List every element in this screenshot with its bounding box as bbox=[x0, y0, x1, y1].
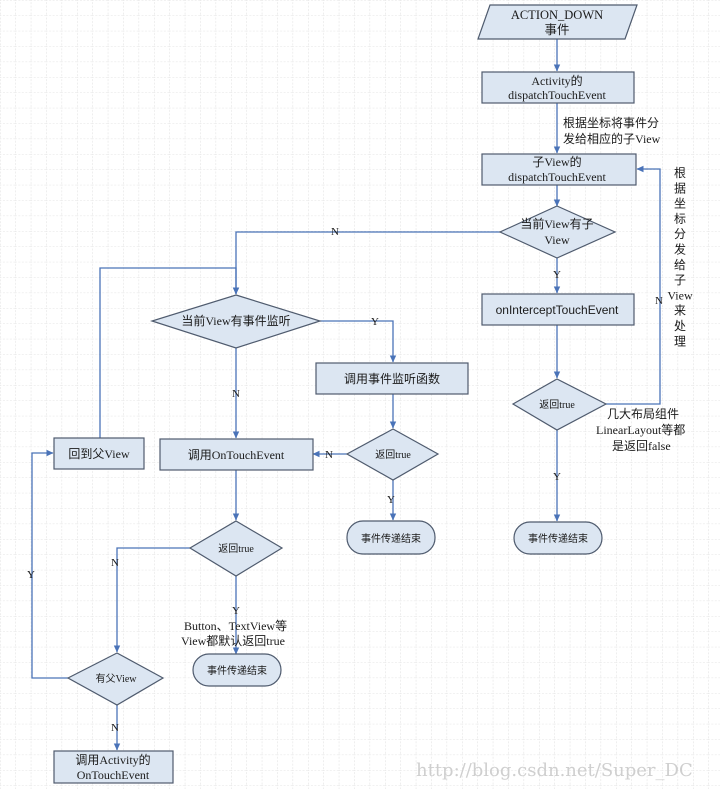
side-note-char: 根 bbox=[674, 166, 686, 180]
intercept-label: onInterceptTouchEvent bbox=[496, 303, 619, 317]
end-middle-label: 事件传递结束 bbox=[361, 532, 421, 545]
side-note-char: 发 bbox=[674, 242, 686, 257]
side-note-char: 分 bbox=[674, 227, 686, 241]
node-child-dispatch[interactable]: 子View的 dispatchTouchEvent bbox=[481, 153, 637, 186]
activity-touch-line2: OnTouchEvent bbox=[77, 768, 150, 782]
side-note-char: 理 bbox=[674, 334, 686, 348]
has-parent-label: 有父View bbox=[95, 672, 137, 685]
node-activity-touch[interactable]: 调用Activity的 OnTouchEvent bbox=[53, 750, 174, 784]
label-intercept-yes: Y bbox=[553, 471, 561, 483]
has-listener-label: 当前View有事件监听 bbox=[181, 313, 290, 328]
node-intercept-return[interactable]: 返回true bbox=[511, 378, 608, 431]
action-down-line2: 事件 bbox=[544, 23, 569, 37]
child-dispatch-line2: dispatchTouchEvent bbox=[508, 170, 606, 184]
action-down-line1: ACTION_DOWN bbox=[511, 8, 603, 22]
child-dispatch-line1: 子View的 bbox=[532, 154, 581, 169]
label-intercept-no: N bbox=[655, 295, 663, 307]
label-listener-no: N bbox=[232, 388, 240, 400]
intercept-return-label: 返回true bbox=[539, 399, 575, 411]
side-note-char: 给 bbox=[674, 258, 686, 272]
node-call-touch[interactable]: 调用OnTouchEvent bbox=[159, 438, 314, 471]
side-note-char: 子 bbox=[674, 273, 686, 287]
watermark: http://blog.csdn.net/Super_DC bbox=[416, 760, 693, 781]
label-listener-return-no: N bbox=[325, 449, 333, 461]
node-end-right[interactable]: 事件传递结束 bbox=[513, 521, 603, 555]
edge-backparent-loop bbox=[99, 267, 240, 438]
side-note-char: 据 bbox=[674, 181, 686, 195]
edge-touchreturn-no bbox=[113, 547, 190, 653]
node-activity-dispatch[interactable]: Activity的 dispatchTouchEvent bbox=[481, 71, 635, 104]
layout-note-line3: 是返回false bbox=[612, 439, 671, 453]
button-note-line2: View都默认返回true bbox=[181, 633, 285, 648]
side-note-char: View bbox=[667, 288, 693, 302]
node-end-bottom[interactable]: 事件传递结束 bbox=[192, 653, 282, 687]
end-right-label: 事件传递结束 bbox=[528, 532, 588, 545]
side-note-char: 来 bbox=[674, 304, 686, 318]
label-parent-yes: Y bbox=[27, 569, 35, 581]
has-child-line2: View bbox=[544, 233, 570, 247]
label-listener-return-yes: Y bbox=[387, 494, 395, 506]
activity-dispatch-line2: dispatchTouchEvent bbox=[508, 88, 606, 102]
call-touch-label: 调用OnTouchEvent bbox=[188, 448, 285, 462]
activity-touch-line1: 调用Activity的 bbox=[75, 752, 150, 767]
node-has-listener[interactable]: 当前View有事件监听 bbox=[150, 294, 322, 349]
edge-labels: N Y N Y Y N N Y N Y Y N bbox=[27, 226, 663, 734]
node-action-down[interactable]: ACTION_DOWN 事件 bbox=[477, 4, 638, 40]
layout-note-line1: 几大布局组件 bbox=[607, 407, 679, 421]
has-child-line1: 当前View有子 bbox=[520, 216, 593, 231]
side-note-char: 处 bbox=[674, 319, 686, 333]
node-touch-return[interactable]: 返回true bbox=[188, 520, 284, 577]
end-bottom-label: 事件传递结束 bbox=[207, 664, 267, 677]
label-listener-yes: Y bbox=[371, 316, 379, 328]
dispatch-note-line1: 根据坐标将事件分 bbox=[563, 116, 659, 130]
node-intercept[interactable]: onInterceptTouchEvent bbox=[481, 293, 635, 326]
button-note-line1: Button、TextView等 bbox=[184, 619, 287, 633]
node-has-child[interactable]: 当前View有子 View bbox=[498, 205, 617, 259]
touch-return-label: 返回true bbox=[218, 543, 254, 555]
label-touch-return-no: N bbox=[111, 557, 119, 569]
back-parent-label: 回到父View bbox=[68, 447, 130, 461]
edges bbox=[31, 39, 661, 751]
label-has-child-yes: Y bbox=[553, 269, 561, 281]
dispatch-note-line2: 发给相应的子View bbox=[563, 131, 661, 146]
label-touch-return-yes: Y bbox=[232, 605, 240, 617]
node-has-parent[interactable]: 有父View bbox=[66, 652, 165, 706]
node-back-parent[interactable]: 回到父View bbox=[53, 437, 145, 470]
node-listener-return[interactable]: 返回true bbox=[345, 428, 440, 481]
node-call-listener[interactable]: 调用事件监听函数 bbox=[315, 362, 469, 395]
call-listener-label: 调用事件监听函数 bbox=[344, 371, 440, 386]
side-note-char: 标 bbox=[674, 212, 686, 226]
label-has-child-no: N bbox=[331, 226, 339, 238]
layout-note-line2: LinearLayout等都 bbox=[596, 423, 685, 437]
edge-return-loop-child bbox=[606, 165, 661, 405]
edge-parent-yes bbox=[31, 449, 68, 679]
listener-return-label: 返回true bbox=[375, 449, 411, 461]
node-end-middle[interactable]: 事件传递结束 bbox=[346, 520, 436, 555]
side-note-char: 坐 bbox=[674, 197, 686, 211]
edge-listener-yes bbox=[320, 320, 397, 363]
label-parent-no: N bbox=[111, 722, 119, 734]
activity-dispatch-line1: Activity的 bbox=[531, 73, 582, 88]
